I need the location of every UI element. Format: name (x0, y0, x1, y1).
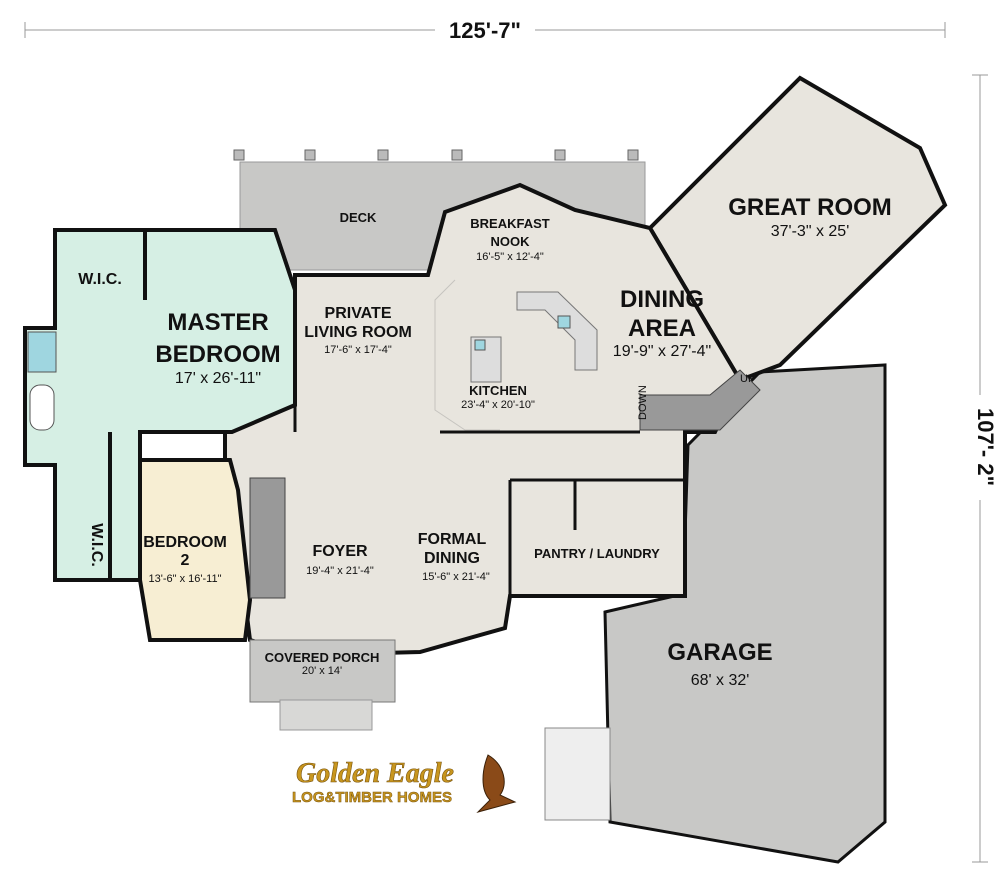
wic-label-bottom: W.I.C. (88, 523, 105, 567)
breakfast-nook-label-2: NOOK (491, 234, 531, 249)
formal-dining-label-2: DINING (424, 550, 480, 567)
staircase-foyer (249, 477, 286, 599)
logo-line-2: LOG&TIMBER HOMES (292, 789, 452, 806)
stairs-down-label: DOWN (637, 385, 649, 420)
bedroom-2-size: 13'-6" x 16'-11" (149, 573, 222, 585)
formal-dining-size: 15'-6" x 21'-4" (422, 571, 490, 583)
kitchen-counter (516, 291, 598, 371)
golden-eagle-logo: Golden Eagle LOG&TIMBER HOMES (292, 754, 517, 813)
private-living-label-1: PRIVATE (325, 305, 392, 322)
private-living-label-2: LIVING ROOM (304, 324, 412, 341)
master-bedroom-label-2: BEDROOM (155, 341, 280, 368)
overall-width-dimension: 125'-7" (24, 14, 946, 43)
interior-walls (293, 405, 685, 596)
covered-porch-size: 20' x 14' (302, 665, 342, 677)
deck-label: DECK (340, 210, 377, 225)
bedroom-2-label-2: 2 (181, 552, 190, 569)
covered-porch-area (249, 639, 396, 703)
dining-area-label-2: AREA (628, 315, 696, 342)
shower (27, 331, 57, 373)
eagle-icon (476, 754, 517, 813)
bedroom-2-label-1: BEDROOM (143, 534, 227, 551)
master-bedroom-label-1: MASTER (167, 309, 268, 336)
deck-posts (233, 149, 639, 161)
great-room-label: GREAT ROOM (728, 194, 892, 221)
kitchen-size: 23'-4" x 20'-10" (461, 399, 535, 411)
wic-label-top: W.I.C. (78, 271, 122, 288)
formal-dining-label-1: FORMAL (418, 531, 487, 548)
pantry-laundry-label: PANTRY / LAUNDRY (534, 546, 660, 561)
foyer-label: FOYER (312, 543, 368, 560)
overall-width-label: 125'-7" (449, 18, 521, 43)
bedroom-2-area (138, 458, 253, 642)
master-bedroom-size: 17' x 26'-11" (175, 370, 261, 387)
garage-side-entry (544, 727, 611, 821)
garage-size: 68' x 32' (691, 672, 750, 689)
covered-porch-label: COVERED PORCH (265, 650, 380, 665)
staircase-main (639, 369, 761, 431)
porch-steps (279, 699, 373, 731)
logo-line-1: Golden Eagle (296, 758, 454, 789)
private-living-size: 17'-6" x 17'-4" (324, 344, 392, 356)
foyer-size: 19'-4" x 21'-4" (306, 565, 374, 577)
garage-label: GARAGE (667, 639, 772, 666)
great-room-size: 37'-3" x 25' (771, 223, 850, 240)
stairs-up-label: UP (740, 373, 755, 385)
breakfast-nook-label-1: BREAKFAST (470, 216, 550, 231)
dining-area-label-1: DINING (620, 286, 704, 313)
overall-depth-label: 107'- 2" (973, 408, 998, 486)
dining-area-size: 19'-9" x 27'-4" (613, 343, 711, 360)
bathtub (29, 384, 55, 431)
kitchen-label: KITCHEN (469, 383, 527, 398)
breakfast-nook-size: 16'-5" x 12'-4" (476, 251, 544, 263)
overall-depth-dimension: 107'- 2" (966, 74, 998, 863)
